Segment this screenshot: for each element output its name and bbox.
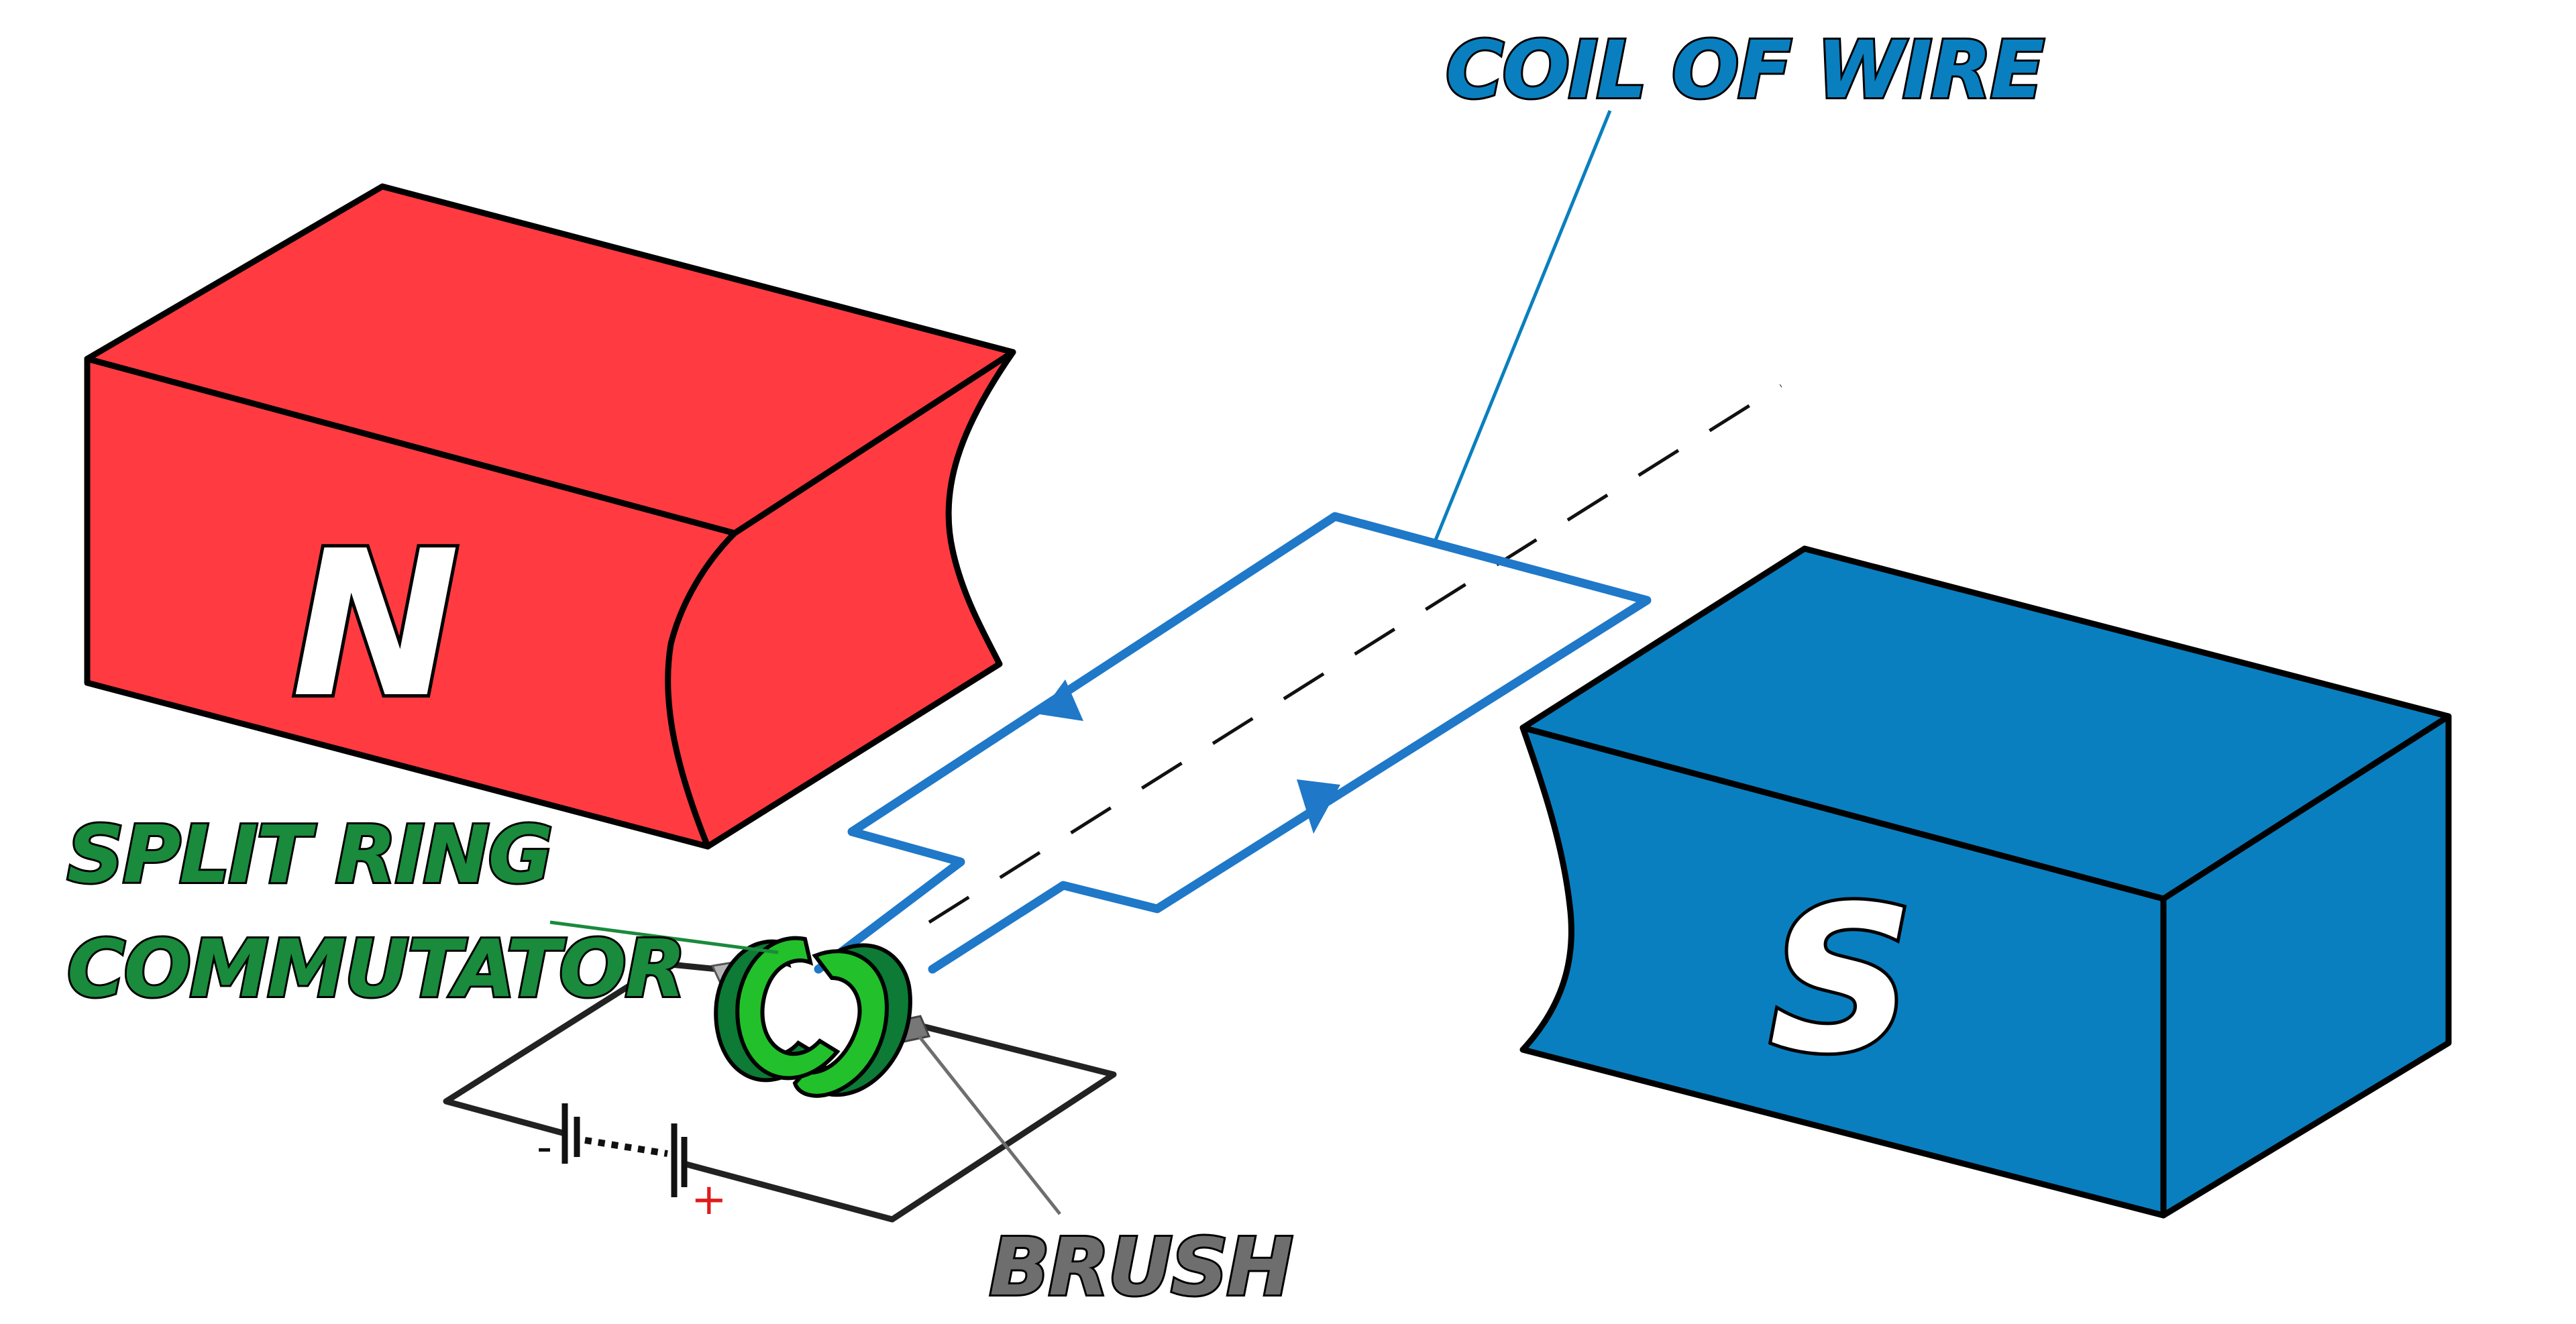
commutator-front-half-face bbox=[735, 936, 841, 1081]
current-arrow-left bbox=[1040, 679, 1083, 721]
south-magnet-front-face bbox=[1519, 724, 2167, 1219]
coil-of-wire bbox=[814, 512, 1652, 974]
north-pole-label: N bbox=[291, 508, 460, 742]
north-magnet-end-face bbox=[665, 349, 1016, 850]
split-ring-label: SPLIT RING bbox=[67, 808, 552, 901]
split-ring-commutator bbox=[714, 936, 912, 1098]
north-magnet: N bbox=[84, 183, 1016, 850]
battery-dotted-link bbox=[584, 1137, 668, 1157]
commutator-label: COMMUTATOR bbox=[67, 922, 685, 1015]
rotation-axis bbox=[928, 384, 1782, 924]
brush-label: BRUSH bbox=[989, 1221, 1292, 1313]
coil-loop bbox=[814, 512, 1652, 974]
external-circuit: - + bbox=[443, 960, 1117, 1225]
south-pole-label: S bbox=[1769, 863, 1914, 1097]
circuit-wire bbox=[443, 960, 718, 1137]
south-magnet: S bbox=[1519, 545, 2452, 1219]
brush-leader-line bbox=[918, 1035, 1061, 1215]
battery-positive-sign: + bbox=[691, 1175, 727, 1225]
coil-of-wire-label: COIL OF WIRE bbox=[1446, 23, 2044, 116]
circuit-wire-return bbox=[683, 1023, 1117, 1223]
current-arrow-right bbox=[1297, 779, 1340, 834]
coil-leader-line bbox=[1434, 110, 1612, 541]
commutator-leader-line bbox=[549, 920, 779, 954]
battery-negative-sign: - bbox=[537, 1123, 552, 1172]
commutator-back-half-face bbox=[792, 949, 889, 1098]
